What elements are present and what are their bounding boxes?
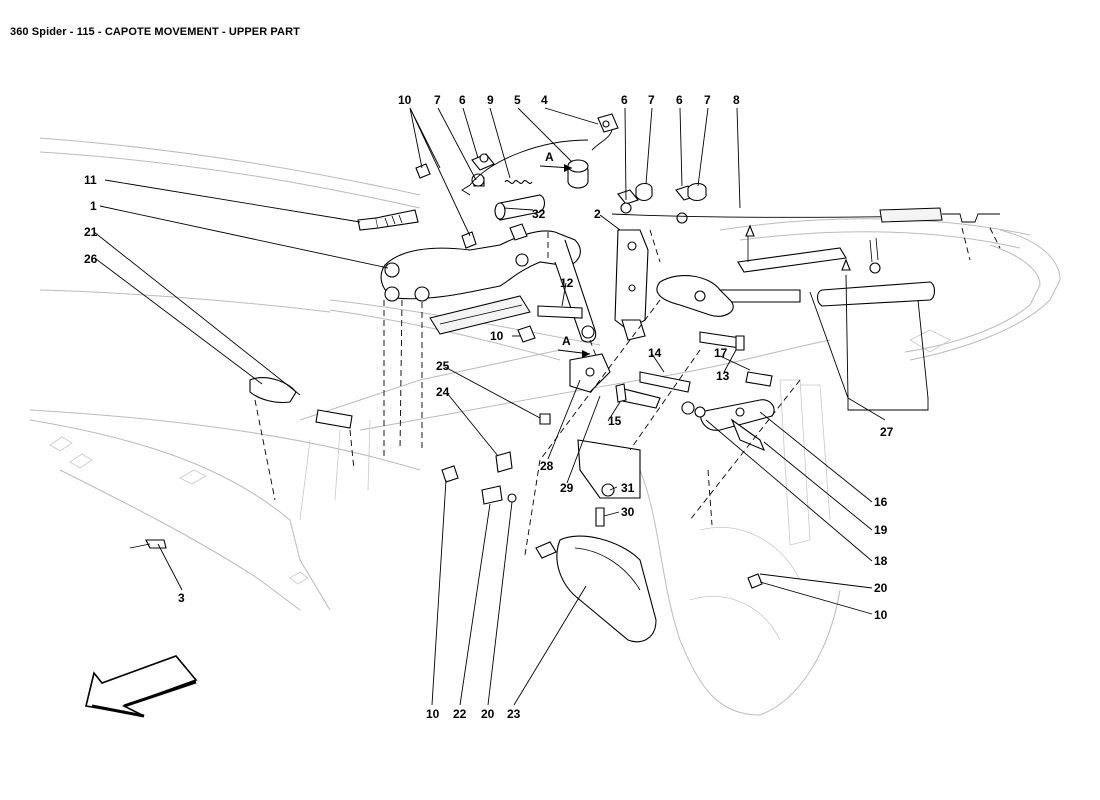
callout-5: 5 xyxy=(514,93,521,107)
callout-10-top: 10 xyxy=(398,93,412,107)
callout-20-bottom: 20 xyxy=(481,707,495,721)
view-marker-a-lower: A xyxy=(562,334,571,348)
callout-8: 8 xyxy=(733,93,740,107)
callout-21: 21 xyxy=(84,225,98,239)
cable-part-8 xyxy=(611,207,1000,223)
page-title: 360 Spider - 115 - CAPOTE MOVEMENT - UPP… xyxy=(10,26,300,38)
callout-14: 14 xyxy=(648,346,662,360)
callout-2: 2 xyxy=(594,207,601,221)
assembly-dashed-lines xyxy=(254,227,1001,556)
callout-6-right-a: 6 xyxy=(621,93,628,107)
callout-12: 12 xyxy=(560,276,574,290)
leader-lines xyxy=(93,107,929,706)
callout-1: 1 xyxy=(90,199,97,213)
callout-7-top: 7 xyxy=(434,93,441,107)
hinge-linkage-part-1 xyxy=(380,230,597,343)
callout-4: 4 xyxy=(541,93,548,107)
bolt-part-11 xyxy=(357,209,419,231)
right-bushings xyxy=(617,182,707,224)
cover-part-23 xyxy=(535,535,657,643)
callout-19: 19 xyxy=(874,523,888,537)
upper-small-parts xyxy=(461,113,619,221)
callout-26: 26 xyxy=(84,252,98,266)
bracket-part-2 xyxy=(614,229,649,341)
lower-brackets xyxy=(681,399,775,452)
callout-32: 32 xyxy=(532,207,546,221)
callout-15: 15 xyxy=(608,414,622,428)
callout-23: 23 xyxy=(507,707,521,721)
clips-part-10 xyxy=(415,163,763,589)
callout-24: 24 xyxy=(436,385,450,399)
callout-25: 25 xyxy=(436,359,450,373)
view-arrow-a-lower xyxy=(557,349,591,358)
callout-20-right: 20 xyxy=(874,581,888,595)
bolts-group xyxy=(537,305,773,409)
callout-3: 3 xyxy=(178,591,185,605)
callout-31: 31 xyxy=(621,481,635,495)
callout-9: 9 xyxy=(487,93,494,107)
callout-6-top: 6 xyxy=(459,93,466,107)
callout-18: 18 xyxy=(874,554,888,568)
callout-6-right-b: 6 xyxy=(676,93,683,107)
callout-17: 17 xyxy=(714,346,728,360)
callout-30: 30 xyxy=(621,505,635,519)
direction-arrow xyxy=(85,655,198,718)
misc-bolts-bottom xyxy=(129,377,551,549)
callout-29: 29 xyxy=(560,481,574,495)
callout-7-right-b: 7 xyxy=(704,93,711,107)
callout-16: 16 xyxy=(874,495,888,509)
strut-part-27 xyxy=(656,224,936,317)
callout-labels: 10 7 6 9 5 4 6 7 6 7 8 11 1 21 26 32 2 1… xyxy=(84,93,894,721)
callout-28: 28 xyxy=(540,459,554,473)
callout-11: 11 xyxy=(84,173,97,187)
view-marker-a-upper: A xyxy=(545,150,554,164)
callout-10-bottom: 10 xyxy=(426,707,440,721)
callout-27: 27 xyxy=(880,425,894,439)
callout-7-right-a: 7 xyxy=(648,93,655,107)
view-arrow-a-upper xyxy=(539,164,573,172)
callout-10-mid: 10 xyxy=(490,329,504,343)
callout-13: 13 xyxy=(716,369,730,383)
body-outline-ghost xyxy=(29,137,1061,716)
callout-22: 22 xyxy=(453,707,467,721)
lower-center-bracket xyxy=(569,353,641,527)
callout-10-right: 10 xyxy=(874,608,888,622)
